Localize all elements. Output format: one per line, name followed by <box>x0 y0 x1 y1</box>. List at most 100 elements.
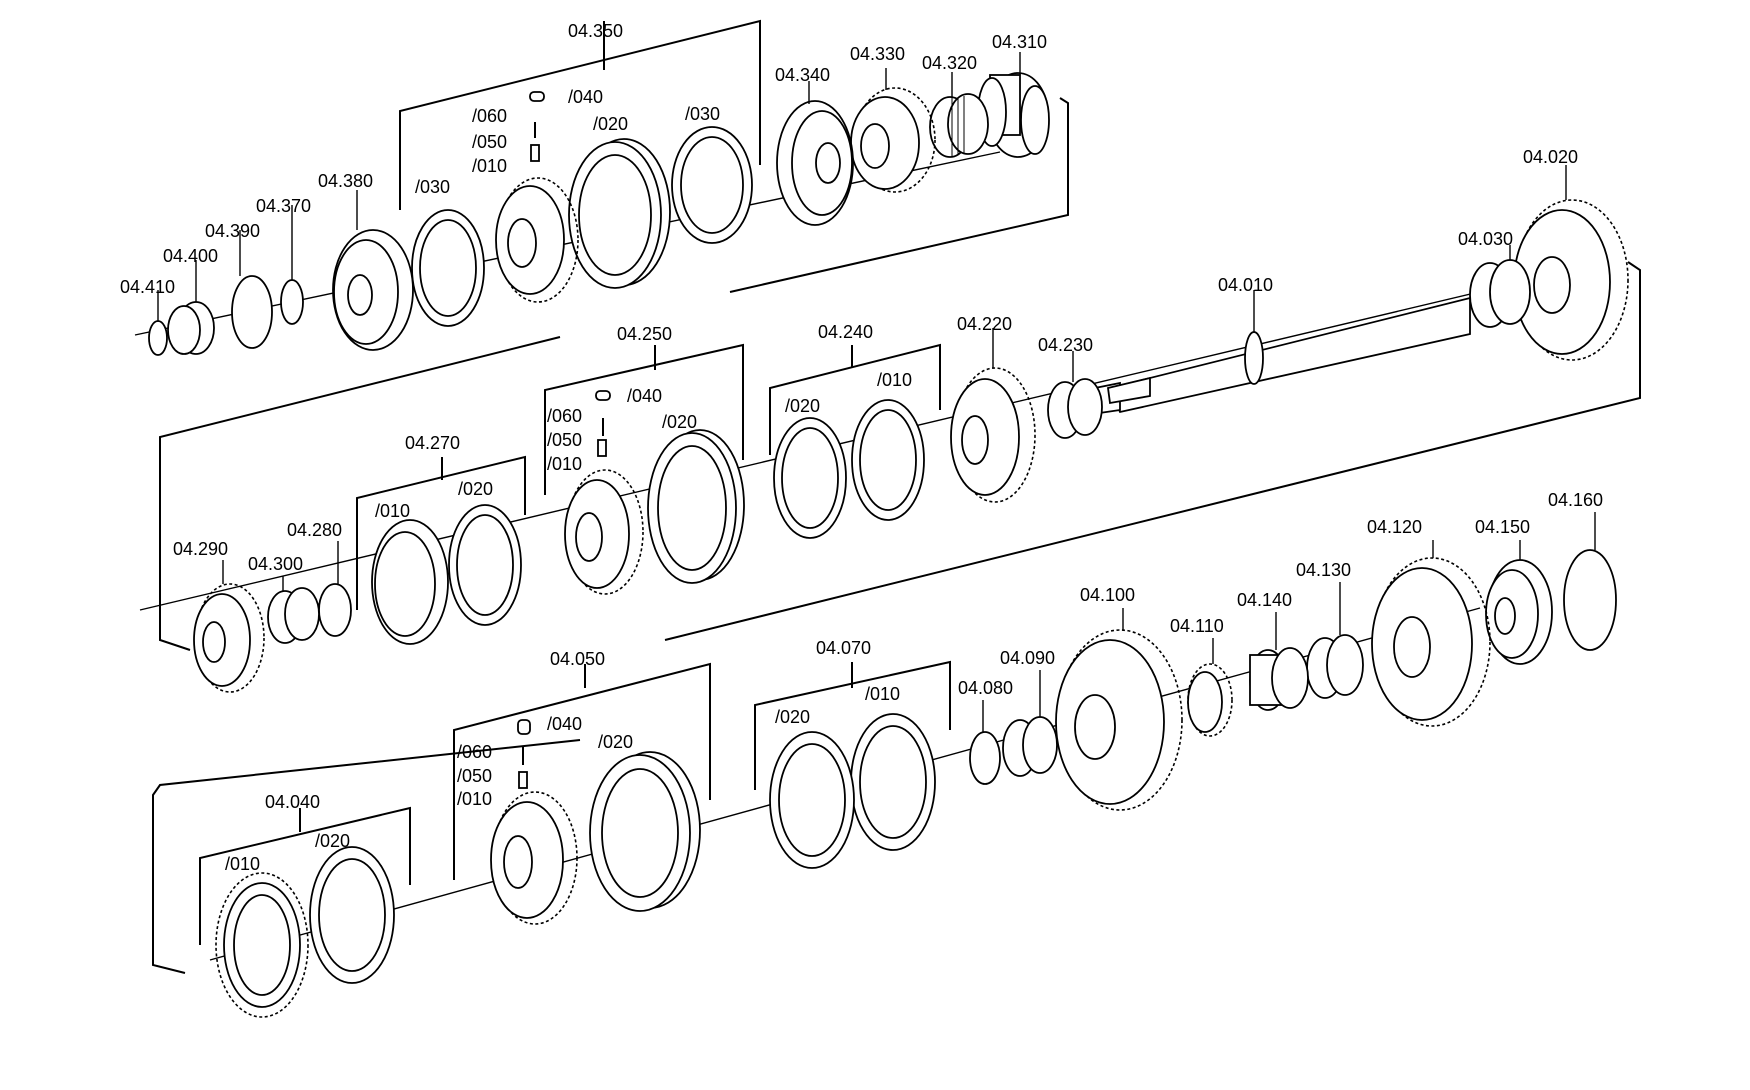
label-04-410: 04.410 <box>120 277 175 297</box>
label-04-040-010: /010 <box>225 854 260 874</box>
needle-bearing-04-320 <box>929 93 989 158</box>
label-04-150: 04.150 <box>1475 517 1530 537</box>
ring-04-270-020 <box>448 504 522 626</box>
label-04-350-020: /020 <box>593 114 628 134</box>
label-04-070-010: /010 <box>865 684 900 704</box>
label-04-350-030-right: /030 <box>685 104 720 124</box>
label-04-250-020: /020 <box>662 412 697 432</box>
ring-04-350-030-left <box>411 209 485 327</box>
hub-04-250-010 <box>564 469 644 595</box>
snap-ring-04-370 <box>280 279 304 325</box>
label-04-240-010: /010 <box>877 370 912 390</box>
label-04-240-020: /020 <box>785 396 820 416</box>
label-04-350-010: /010 <box>472 156 507 176</box>
label-04-390: 04.390 <box>205 221 260 241</box>
gear-04-330 <box>850 87 936 193</box>
label-04-140: 04.140 <box>1237 590 1292 610</box>
label-04-100: 04.100 <box>1080 585 1135 605</box>
circlip-04-390 <box>231 275 273 349</box>
bushing-04-140 <box>1249 647 1309 711</box>
label-04-250-050: /050 <box>547 430 582 450</box>
label-04-220: 04.220 <box>957 314 1012 334</box>
label-04-350: 04.350 <box>568 21 623 41</box>
label-04-310: 04.310 <box>992 32 1047 52</box>
gear-04-220 <box>950 367 1036 503</box>
hub-04-350-010 <box>495 177 579 303</box>
label-04-090: 04.090 <box>1000 648 1055 668</box>
label-04-380: 04.380 <box>318 171 373 191</box>
label-04-050: 04.050 <box>550 649 605 669</box>
label-04-350-060: /060 <box>472 106 507 126</box>
ring-04-070-010 <box>850 713 936 851</box>
detent-parts-04-350 <box>529 91 545 162</box>
ring-04-350-030-right <box>671 126 753 244</box>
gear-04-110 <box>1187 663 1233 737</box>
label-04-050-010: /010 <box>457 789 492 809</box>
row-routing-borders <box>152 97 1641 974</box>
label-04-270-020: /020 <box>458 479 493 499</box>
part-labels: 04.350 04.340 04.330 04.320 04.310 /040 … <box>120 21 1603 874</box>
label-04-250-040: /040 <box>627 386 662 406</box>
ring-04-040-020 <box>309 846 395 984</box>
label-04-110: 04.110 <box>1170 616 1224 636</box>
leader-lines <box>157 52 1596 732</box>
washer-04-410 <box>148 320 168 356</box>
bushing-04-310 <box>977 72 1050 158</box>
label-04-050-020: /020 <box>598 732 633 752</box>
label-04-270-010: /010 <box>375 501 410 521</box>
label-04-250: 04.250 <box>617 324 672 344</box>
label-04-250-060: /060 <box>547 406 582 426</box>
label-04-160: 04.160 <box>1548 490 1603 510</box>
needle-bearing-04-030 <box>1469 259 1531 328</box>
label-04-050-040: /040 <box>547 714 582 734</box>
needle-bearing-04-300 <box>267 587 320 644</box>
label-04-340: 04.340 <box>775 65 830 85</box>
ring-04-270-010 <box>371 519 449 645</box>
label-04-320: 04.320 <box>922 53 977 73</box>
label-04-050-050: /050 <box>457 766 492 786</box>
cone-04-340 <box>776 100 854 226</box>
label-04-040: 04.040 <box>265 792 320 812</box>
detent-parts-04-050 <box>517 719 531 789</box>
ring-04-040-010 <box>215 872 309 1018</box>
label-04-350-030-left: /030 <box>415 177 450 197</box>
snap-ring-04-280 <box>318 583 352 637</box>
label-04-240: 04.240 <box>818 322 873 342</box>
bearing-04-400 <box>167 301 215 355</box>
bearing-04-230 <box>1047 378 1103 439</box>
gear-04-290 <box>193 583 265 693</box>
label-04-020: 04.020 <box>1523 147 1578 167</box>
hub-04-050-010 <box>490 791 578 925</box>
label-04-280: 04.280 <box>287 520 342 540</box>
label-04-070: 04.070 <box>816 638 871 658</box>
label-04-120: 04.120 <box>1367 517 1422 537</box>
label-04-350-050: /050 <box>472 132 507 152</box>
label-04-400: 04.400 <box>163 246 218 266</box>
label-04-080: 04.080 <box>958 678 1013 698</box>
ring-04-240-020 <box>773 417 847 539</box>
label-04-290: 04.290 <box>173 539 228 559</box>
ring-04-070-020 <box>769 731 855 869</box>
label-04-040-020: /020 <box>315 831 350 851</box>
sleeve-04-250-020 <box>647 429 745 584</box>
label-04-230: 04.230 <box>1038 335 1093 355</box>
gear-04-020 <box>1513 199 1629 361</box>
main-shaft-04-010 <box>1049 296 1471 422</box>
label-04-350-040: /040 <box>568 87 603 107</box>
circlip-04-160 <box>1563 549 1617 651</box>
sleeve-04-050-020 <box>589 751 701 912</box>
bottom-row-parts <box>215 549 1617 1018</box>
needle-bearing-04-130 <box>1306 634 1364 699</box>
gear-04-120 <box>1371 557 1491 727</box>
detent-parts-04-250 <box>595 390 611 457</box>
assembly-brackets <box>199 19 951 945</box>
label-04-130: 04.130 <box>1296 560 1351 580</box>
middle-row-parts <box>193 199 1629 693</box>
label-04-070-020: /020 <box>775 707 810 727</box>
snap-ring-04-080 <box>969 731 1001 785</box>
label-04-010: 04.010 <box>1218 275 1273 295</box>
label-04-270: 04.270 <box>405 433 460 453</box>
label-04-300: 04.300 <box>248 554 303 574</box>
cone-04-150 <box>1485 559 1553 665</box>
